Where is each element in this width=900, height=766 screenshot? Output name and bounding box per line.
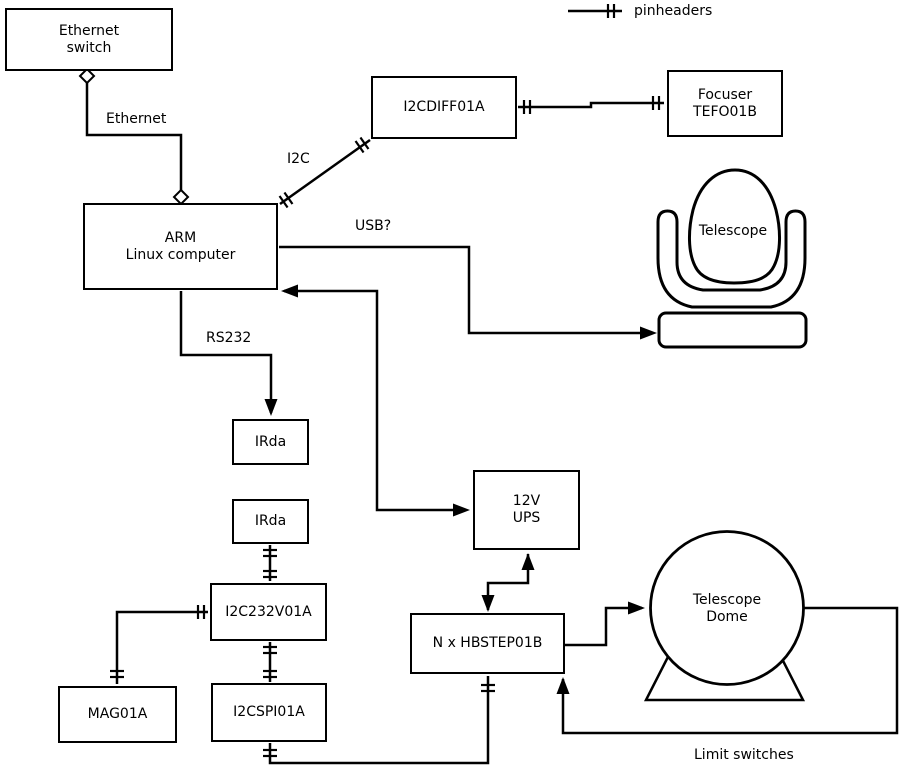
- node-label: I2CSPI01A: [233, 704, 305, 720]
- wire-hbstep-dome: [565, 606, 642, 647]
- wire-ethernet: [85, 83, 183, 191]
- telescope-tube: [688, 168, 781, 285]
- dome-label-line2: Dome: [706, 609, 748, 625]
- node-label: Ethernet: [58, 22, 120, 39]
- node-irda-upper: IRda: [232, 419, 309, 465]
- node-ethernet-switch: Ethernet switch: [5, 8, 173, 71]
- wire-i2c: [279, 138, 371, 206]
- node-i2cdiff: I2CDIFF01A: [371, 76, 517, 139]
- ethernet-wire-label: Ethernet: [106, 111, 167, 127]
- telescope-label: Telescope: [698, 223, 768, 239]
- node-irda-lower: IRda: [232, 499, 309, 544]
- node-label: IRda: [254, 433, 287, 450]
- node-mag: MAG01A: [58, 686, 177, 743]
- node-label: TEFO01B: [693, 103, 757, 120]
- diamond-connector: [78, 67, 96, 85]
- node-label: IRda: [254, 513, 287, 529]
- limit-switches-label: Limit switches: [694, 747, 794, 763]
- wire-i2cspi-hbstep: [268, 676, 490, 765]
- dome-label-line1: Telescope: [692, 592, 762, 608]
- telescope-fork: [656, 209, 807, 309]
- rs232-wire-label: RS232: [206, 330, 252, 346]
- node-label: Linux computer: [125, 246, 236, 263]
- node-label: I2C232V01A: [225, 603, 312, 620]
- node-label: ARM: [164, 229, 197, 246]
- node-ups: 12V UPS: [473, 470, 580, 550]
- wire-limit-switches: [561, 606, 899, 735]
- telescope-base: [657, 311, 808, 349]
- node-label: I2CDIFF01A: [403, 99, 485, 115]
- wire-usb: [279, 245, 653, 335]
- node-i2c232: I2C232V01A: [210, 583, 327, 641]
- legend-pinheaders-label: pinheaders: [634, 3, 713, 19]
- diamond-connector: [172, 188, 190, 206]
- dome-circle: [649, 530, 805, 686]
- node-label: N x HBSTEP01B: [432, 635, 543, 651]
- wire-focuser: [518, 101, 664, 109]
- usb-wire-label: USB?: [355, 218, 392, 234]
- wire-i2c232-mag: [115, 610, 208, 684]
- i2c-wire-label: I2C: [287, 151, 310, 167]
- node-hbstep: N x HBSTEP01B: [410, 613, 565, 674]
- node-i2cspi: I2CSPI01A: [211, 683, 327, 742]
- node-focuser: Focuser TEFO01B: [667, 70, 783, 137]
- telescope-icon: [656, 168, 808, 349]
- wire-arm-ups: [284, 289, 466, 512]
- node-label: UPS: [512, 510, 541, 526]
- wire-rs232: [179, 291, 273, 413]
- wire-ups-hbstep: [486, 554, 530, 610]
- node-label: 12V: [512, 493, 541, 509]
- dome-icon: [643, 530, 806, 702]
- node-label: Focuser: [697, 86, 753, 103]
- node-label: switch: [66, 39, 112, 56]
- node-arm-computer: ARM Linux computer: [83, 203, 278, 290]
- node-label: MAG01A: [87, 706, 148, 722]
- diamond-connectors: [78, 67, 190, 206]
- dome-label: Telescope Dome: [667, 592, 787, 626]
